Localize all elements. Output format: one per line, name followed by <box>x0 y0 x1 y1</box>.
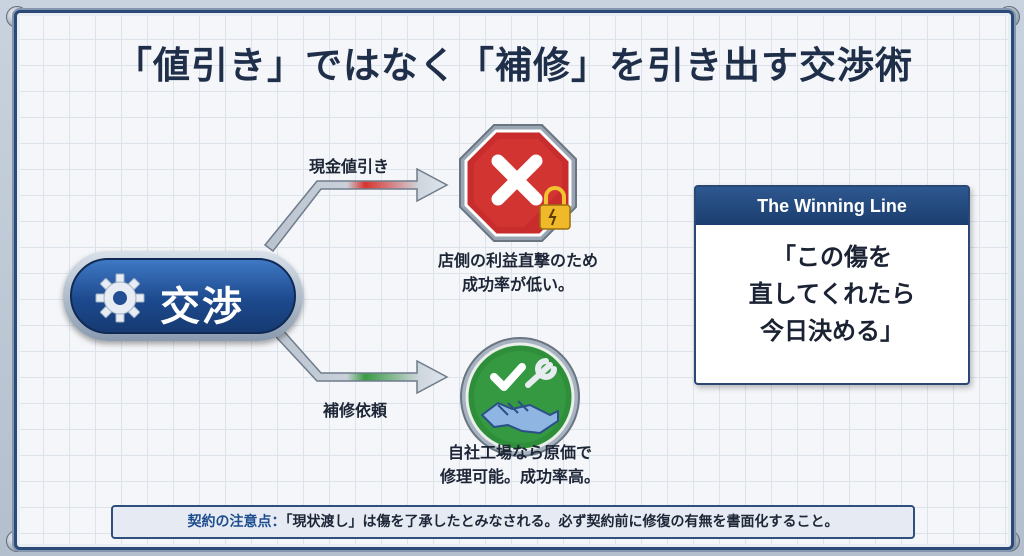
branch-label-repair: 補修依頼 <box>323 401 388 420</box>
contract-note: 契約の注意点：「現状渡し」は傷を了承したとみなされる。必ず契約前に修復の有無を書… <box>111 505 915 539</box>
description-line: 成功率が低い。 <box>461 275 574 294</box>
description-line: 店側の利益直撃のため <box>437 251 598 270</box>
negotiation-label: 交渉 <box>160 284 244 330</box>
quote-line: 「この傷を <box>772 243 892 271</box>
page-title: 「値引き」ではなく「補修」を引き出す交渉術 <box>115 44 913 87</box>
handshake-wrench-check-icon <box>460 337 580 457</box>
diagram-panel: 「値引き」ではなく「補修」を引き出す交渉術 <box>14 10 1014 550</box>
branch-arrows <box>263 167 449 395</box>
stop-sign-x-lock-icon <box>459 124 577 242</box>
description-line: 修理可能。成功率高。 <box>439 467 600 486</box>
description-line: 自社工場なら原価で <box>447 443 592 462</box>
quote-line: 今日決める」 <box>760 317 904 345</box>
winning-line-quote: 「この傷を 直してくれたら 今日決める」 <box>696 239 968 350</box>
note-text: 「現状渡し」は傷を了承したとみなされる。必ず契約前に修復の有無を書面化すること。 <box>285 514 839 530</box>
branch-label-discount: 現金値引き <box>309 157 390 176</box>
gear-icon <box>95 273 145 323</box>
arrow-top <box>263 167 449 253</box>
branch-description-repair: 自社工場なら原価で 修理可能。成功率高。 <box>415 441 625 489</box>
winning-line-box: The Winning Line 「この傷を 直してくれたら 今日決める」 <box>694 185 970 385</box>
branch-description-discount: 店側の利益直撃のため 成功率が低い。 <box>413 249 623 297</box>
note-label: 契約の注意点： <box>187 514 286 530</box>
winning-line-header: The Winning Line <box>696 187 968 225</box>
quote-line: 直してくれたら <box>748 280 916 308</box>
arrow-bottom <box>263 317 449 395</box>
negotiation-node: 交渉 <box>63 251 303 341</box>
